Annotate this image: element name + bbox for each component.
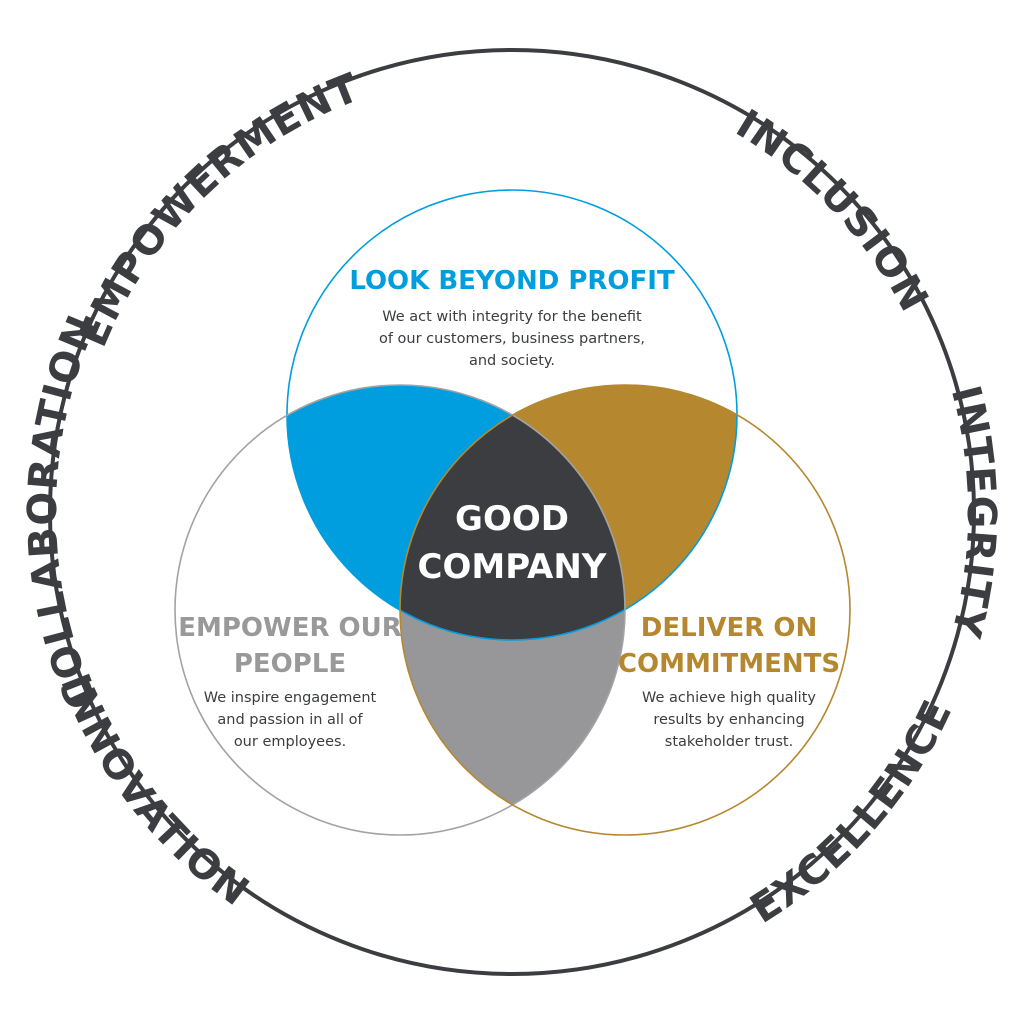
ring-word-integrity: INTEGRITY [942, 381, 1004, 642]
deliver-on-commitments-title-1: DELIVER ON [641, 613, 817, 643]
center-overlap-region [400, 385, 625, 640]
look-beyond-profit-body-1: We act with integrity for the benefit [382, 309, 642, 325]
empower-our-people-title-1: EMPOWER OUR [178, 613, 402, 643]
deliver-on-commitments-body-3: stakeholder trust. [665, 734, 793, 750]
empower-our-people-body-3: our employees. [234, 734, 346, 750]
empower-our-people-title-2: PEOPLE [234, 649, 346, 679]
ring-word-collaboration: COLLABORATION [20, 308, 106, 715]
look-beyond-profit-body-2: of our customers, business partners, [379, 331, 645, 347]
look-beyond-profit-title: LOOK BEYOND PROFIT [349, 266, 675, 296]
empower-our-people-body-2: and passion in all of [217, 712, 363, 728]
ring-word-excellence: EXCELLENCE [743, 693, 962, 933]
ring-word-empowerment: EMPOWERMENT [70, 65, 366, 354]
bottom-left-circle-outline [174, 384, 626, 836]
look-beyond-profit-body-3: and society. [469, 353, 555, 369]
ring-word-inclusion: INCLUSION [728, 101, 937, 319]
center-title-line-2: COMPANY [418, 547, 607, 587]
deliver-on-commitments-body-1: We achieve high quality [642, 690, 816, 706]
outer-ring [48, 48, 976, 976]
bottom-right-circle-outline [399, 384, 851, 836]
deliver-on-commitments-body-2: results by enhancing [653, 712, 804, 728]
deliver-on-commitments-title-2: COMMITMENTS [618, 649, 840, 679]
empower-our-people-body-1: We inspire engagement [204, 690, 377, 706]
center-title-line-1: GOOD [455, 499, 569, 539]
